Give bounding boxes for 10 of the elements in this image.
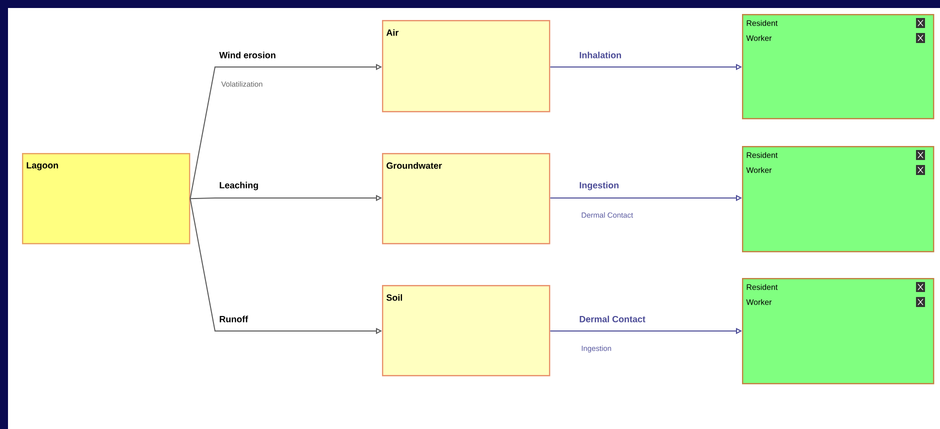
edge-label: Ingestion xyxy=(580,182,618,190)
box-title: Soil xyxy=(386,294,402,301)
edge-label: Wind erosion xyxy=(219,52,276,58)
edge-label: Inhalation xyxy=(580,52,621,58)
box-title: Air xyxy=(386,29,399,36)
edge-label: Runoff xyxy=(220,316,248,322)
box-title: Lagoon xyxy=(26,162,58,170)
edge-label: Dermal Contact xyxy=(580,316,646,322)
edge-label: Leaching xyxy=(220,182,258,190)
box-title: Groundwater xyxy=(386,162,442,169)
